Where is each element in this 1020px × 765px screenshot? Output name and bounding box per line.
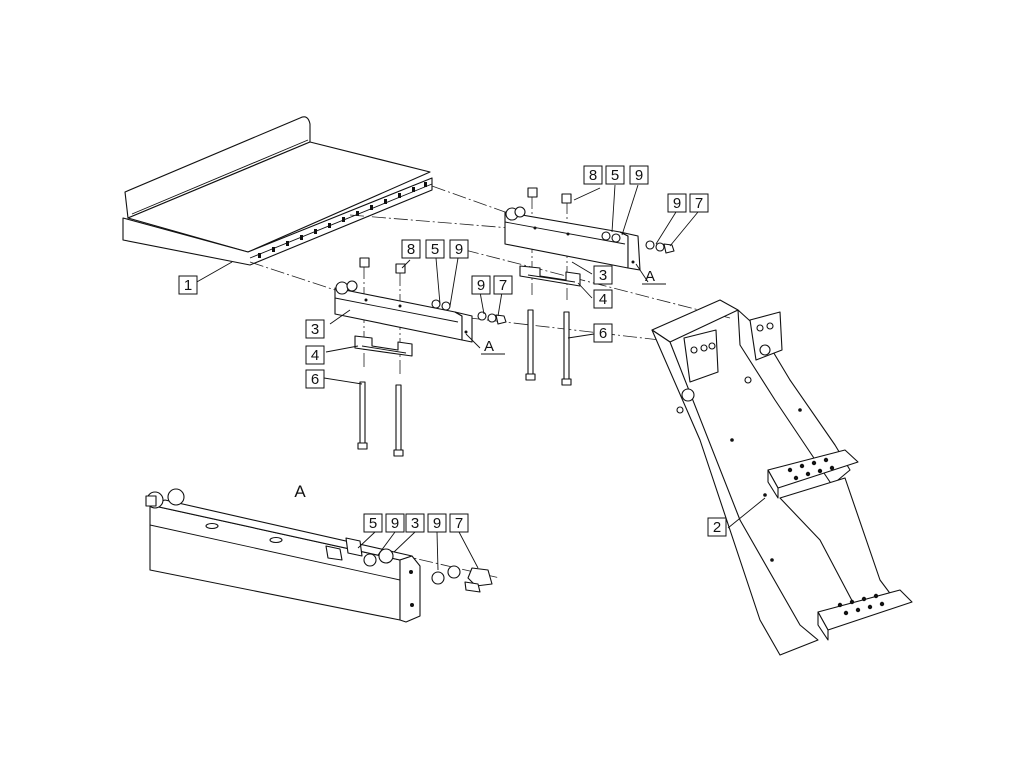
callout-1: 1 [184,277,192,294]
tray-part [122,116,433,266]
callout-9-detail-a: 9 [391,515,399,532]
lower-nut-right [395,263,406,274]
step-holes [787,457,885,616]
lower-fasteners [477,311,507,325]
lower-bracket [334,280,473,343]
detail-ref-lower: A [484,338,494,355]
callout-2: 2 [713,519,721,536]
callout-5-upper: 5 [611,167,619,184]
callout-7-detail: 7 [455,515,463,532]
upper-fasteners [645,240,675,254]
callout-5-lower: 5 [431,241,439,258]
detail-references: A A A [294,268,666,501]
callout-3-lower: 3 [311,321,319,338]
callout-9-lower-a: 9 [455,241,463,258]
lower-bolts [357,381,404,457]
callout-8-upper: 8 [589,167,597,184]
lower-nut-left [359,257,370,268]
callout-9-detail-b: 9 [433,515,441,532]
callout-3-upper: 3 [599,267,607,284]
lower-clamp [354,335,413,357]
callout-7-lower: 7 [499,277,507,294]
callout-8-lower: 8 [407,241,415,258]
callout-leaders [194,184,766,571]
callout-5-detail: 5 [369,515,377,532]
upper-nut-right [561,193,572,204]
callout-9-upper-a: 9 [635,167,643,184]
callout-9-lower-b: 9 [477,277,485,294]
detail-a [145,488,493,623]
step-ladder [651,299,913,656]
callout-3-detail: 3 [411,515,419,532]
callout-6-lower: 6 [311,371,319,388]
upper-nut-left [527,187,538,198]
callout-9-upper-b: 9 [673,195,681,212]
callout-6-upper: 6 [599,325,607,342]
upper-bracket [504,206,641,271]
upper-bolts [525,309,572,386]
upper-clamp [519,265,581,287]
callout-labels: 1 2 3 3 3 4 4 5 5 5 6 6 7 7 7 8 8 [178,165,727,537]
detail-ref-upper: A [645,268,655,285]
callout-4-upper: 4 [599,291,607,308]
tray-slot-holes [258,182,427,258]
callout-4-lower: 4 [311,347,319,364]
detail-a-title: A [294,482,306,501]
callout-7-upper: 7 [695,195,703,212]
